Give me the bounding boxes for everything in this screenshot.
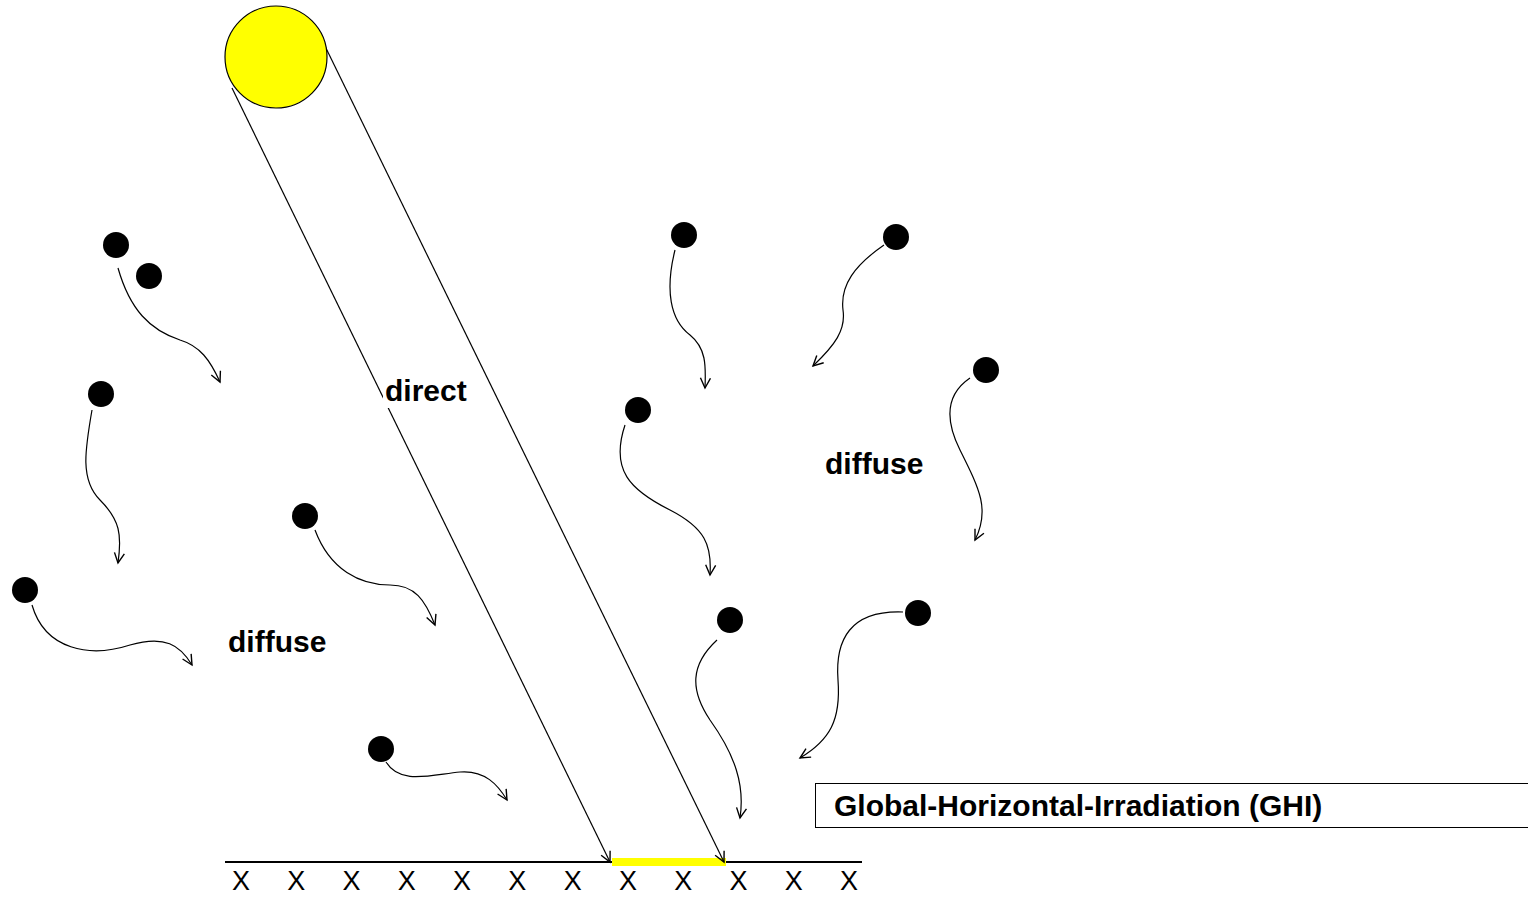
- ray-label: direct: [383, 374, 469, 408]
- scatter-particles: [12, 222, 999, 762]
- beam-edge: [322, 40, 724, 862]
- beam-edge: [232, 88, 610, 862]
- label-box: Global-Horizontal-Irradiation (GHI): [815, 783, 1528, 828]
- lit-area: [612, 858, 726, 866]
- ray-label: diffuse: [228, 625, 326, 659]
- box-title: Global-Horizontal-Irradiation (GHI): [816, 789, 1528, 823]
- ground-line: [225, 861, 862, 863]
- ray-label: diffuse: [825, 447, 923, 481]
- ground-hatching: X X X X X X X X X X X X: [232, 866, 858, 896]
- diffuse-rays: [32, 245, 982, 818]
- sun: [225, 6, 327, 108]
